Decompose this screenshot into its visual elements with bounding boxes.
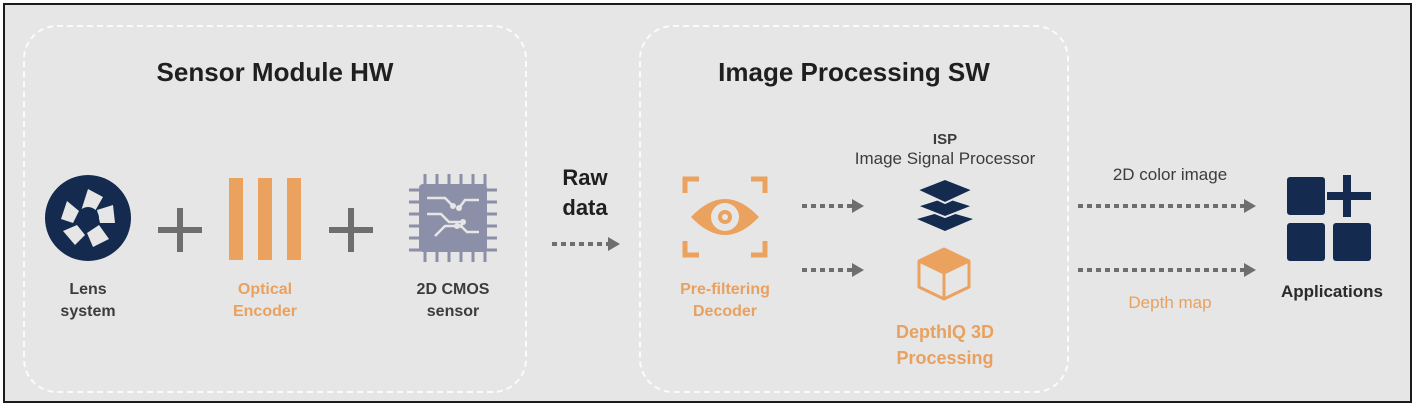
depthiq-label: DepthIQ 3D Processing <box>870 319 1020 371</box>
decoder-label: Pre-filtering Decoder <box>660 279 790 323</box>
3d-box-icon <box>915 245 973 301</box>
plus-icon <box>329 208 373 252</box>
decoder-to-depthiq-arrow <box>802 263 866 277</box>
sensor-module-group <box>23 25 527 393</box>
optical-encoder-label-line1: Optical <box>237 281 293 298</box>
layers-stack-icon <box>914 175 976 235</box>
diagram-frame: Sensor Module HW Lens system Optical <box>3 3 1412 403</box>
raw-data-label-line2: data <box>562 195 608 220</box>
eye-scan-icon <box>681 175 769 259</box>
cmos-chip-icon <box>405 170 501 266</box>
lens-label-line1: Lens <box>69 281 107 298</box>
depthiq-label-line2: Processing <box>896 348 994 368</box>
decoder-label-line2: Decoder <box>692 303 758 320</box>
color-image-arrow <box>1078 199 1258 213</box>
lens-label: Lens system <box>38 279 138 323</box>
lens-aperture-icon <box>45 175 131 261</box>
decoder-label-line1: Pre-filtering <box>680 281 770 298</box>
cmos-sensor-label: 2D CMOS sensor <box>398 279 508 323</box>
isp-title: ISP <box>932 131 958 148</box>
isp-subtitle: Image Signal Processor <box>854 149 1036 168</box>
plus-icon <box>158 208 202 252</box>
cmos-sensor-label-line2: sensor <box>426 303 480 320</box>
raw-data-arrow <box>552 237 622 251</box>
image-processing-title: Image Processing SW <box>718 57 990 87</box>
optical-encoder-icon <box>227 178 303 260</box>
optical-encoder-label-line2: Encoder <box>232 303 297 320</box>
depth-map-arrow <box>1078 263 1258 277</box>
cmos-sensor-label-line1: 2D CMOS <box>416 281 490 298</box>
optical-encoder-label: Optical Encoder <box>210 279 320 323</box>
decoder-to-isp-arrow <box>802 199 866 213</box>
lens-label-line2: system <box>60 303 116 320</box>
raw-data-label-line1: Raw <box>562 165 608 190</box>
raw-data-label: Raw data <box>545 163 625 223</box>
depthiq-label-line1: DepthIQ 3D <box>895 322 994 342</box>
applications-grid-icon <box>1287 175 1375 265</box>
depth-map-label: Depth map <box>1128 293 1212 312</box>
color-image-label: 2D color image <box>1112 165 1228 184</box>
image-processing-group <box>639 25 1069 393</box>
applications-label: Applications <box>1280 282 1383 301</box>
sensor-module-title: Sensor Module HW <box>156 57 394 87</box>
